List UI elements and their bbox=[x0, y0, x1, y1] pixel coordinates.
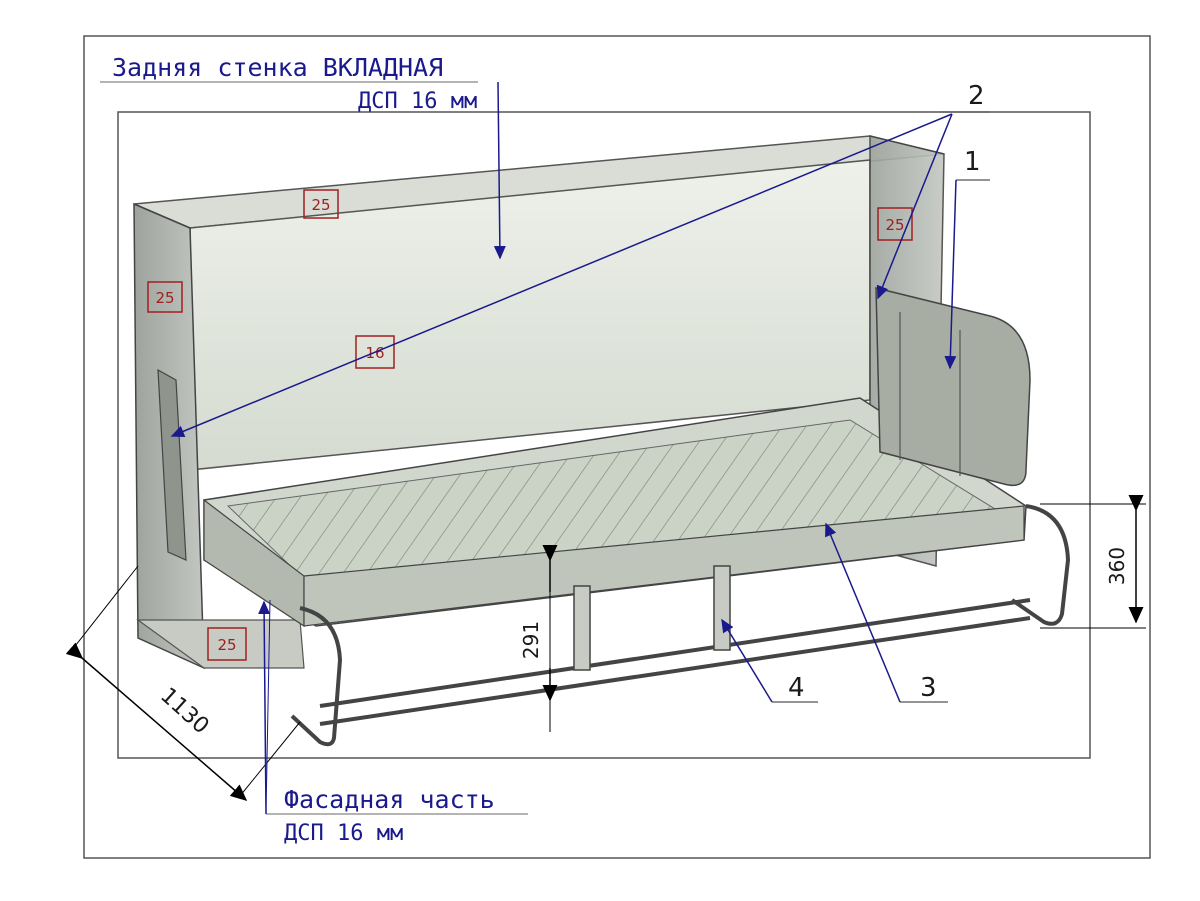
callout-4: 4 bbox=[788, 673, 805, 703]
dimension-leg-height: 291 bbox=[519, 545, 558, 732]
svg-text:1130: 1130 bbox=[155, 683, 213, 739]
callout-1: 1 bbox=[964, 147, 981, 177]
callout-3: 3 bbox=[920, 673, 937, 703]
outer-frame bbox=[83, 35, 1151, 859]
thickness-mark-right: 25 bbox=[877, 207, 913, 241]
svg-text:25: 25 bbox=[155, 289, 174, 307]
thickness-mark-top: 25 bbox=[303, 189, 339, 219]
back-wall-material: ДСП 16 мм bbox=[358, 89, 477, 114]
front-material: ДСП 16 мм bbox=[284, 821, 403, 846]
front-title: Фасадная часть bbox=[284, 785, 495, 814]
callout-2: 2 bbox=[968, 81, 985, 111]
svg-text:25: 25 bbox=[217, 636, 236, 654]
back-wall-title: Задняя стенка ВКЛАДНАЯ bbox=[112, 53, 443, 82]
support-legs bbox=[290, 504, 1071, 747]
svg-text:25: 25 bbox=[885, 216, 904, 234]
inner-frame bbox=[117, 111, 1091, 759]
dimension-side-height: 360 bbox=[1040, 495, 1146, 629]
thickness-mark-left: 25 bbox=[147, 281, 183, 313]
svg-text:360: 360 bbox=[1105, 547, 1129, 585]
svg-text:25: 25 bbox=[311, 196, 330, 214]
svg-text:291: 291 bbox=[519, 621, 543, 659]
lift-mechanism bbox=[157, 368, 187, 561]
side-cushion bbox=[875, 287, 1031, 487]
